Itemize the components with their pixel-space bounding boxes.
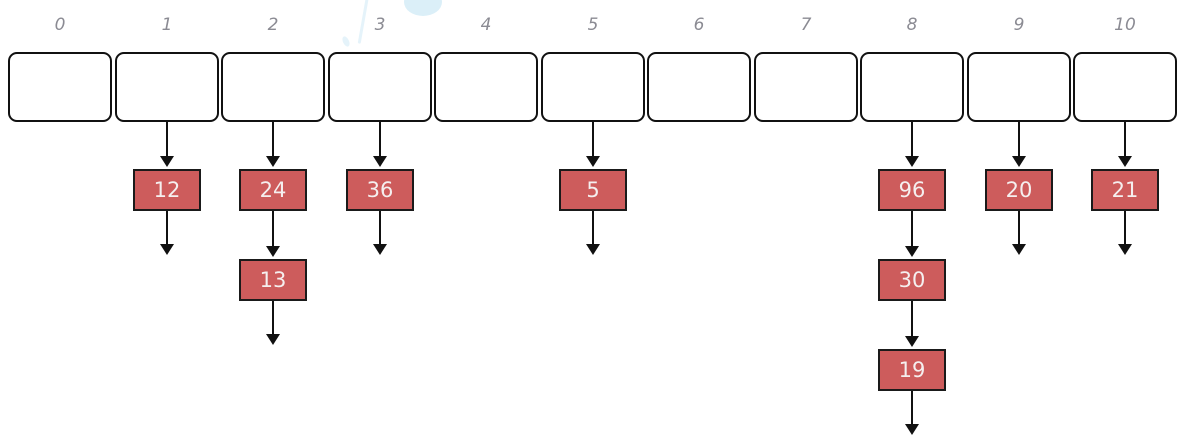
- bucket-to-node-arrow: [160, 122, 174, 167]
- chain-node: 19: [878, 349, 946, 391]
- bucket-index-label: 9: [1013, 15, 1025, 35]
- null-terminator-arrow: [373, 211, 387, 255]
- bucket-cell-7: [754, 52, 858, 122]
- bucket-cell-9: [967, 52, 1071, 122]
- bucket-to-node-arrow: [373, 122, 387, 167]
- bucket-index-label: 0: [54, 15, 66, 35]
- null-terminator-arrow: [1118, 211, 1132, 255]
- node-to-node-arrow: [905, 301, 919, 347]
- bucket-index-label: 8: [906, 15, 918, 35]
- bucket-index-label: 4: [480, 15, 492, 35]
- chain-node: 30: [878, 259, 946, 301]
- chain-node: 96: [878, 169, 946, 211]
- bucket-index-label: 5: [587, 15, 599, 35]
- chain-node: 21: [1091, 169, 1159, 211]
- null-terminator-arrow: [905, 391, 919, 435]
- bucket-to-node-arrow: [905, 122, 919, 167]
- bucket-index-label: 2: [267, 15, 279, 35]
- node-to-node-arrow: [905, 211, 919, 257]
- bucket-cell-3: [328, 52, 432, 122]
- bucket-to-node-arrow: [266, 122, 280, 167]
- node-to-node-arrow: [266, 211, 280, 257]
- null-terminator-arrow: [266, 301, 280, 345]
- bucket-cell-0: [8, 52, 112, 122]
- bucket-to-node-arrow: [1118, 122, 1132, 167]
- chain-node: 36: [346, 169, 414, 211]
- bucket-cell-5: [541, 52, 645, 122]
- bucket-index-label: 7: [800, 15, 812, 35]
- bucket-to-node-arrow: [1012, 122, 1026, 167]
- null-terminator-arrow: [586, 211, 600, 255]
- watermark-dot-icon: [340, 35, 352, 48]
- bucket-cell-4: [434, 52, 538, 122]
- bucket-cell-1: [115, 52, 219, 122]
- chain-node: 5: [559, 169, 627, 211]
- bucket-cell-6: [647, 52, 751, 122]
- watermark-blob-icon: [404, 0, 442, 16]
- bucket-index-label: 10: [1114, 15, 1136, 35]
- null-terminator-arrow: [160, 211, 174, 255]
- bucket-to-node-arrow: [586, 122, 600, 167]
- bucket-index-label: 6: [693, 15, 705, 35]
- chain-node: 24: [239, 169, 307, 211]
- bucket-cell-2: [221, 52, 325, 122]
- chain-node: 12: [133, 169, 201, 211]
- chain-node: 20: [985, 169, 1053, 211]
- bucket-cell-10: [1073, 52, 1177, 122]
- bucket-index-label: 3: [374, 15, 386, 35]
- bucket-index-label: 1: [161, 15, 173, 35]
- bucket-cell-8: [860, 52, 964, 122]
- null-terminator-arrow: [1012, 211, 1026, 255]
- chain-node: 13: [239, 259, 307, 301]
